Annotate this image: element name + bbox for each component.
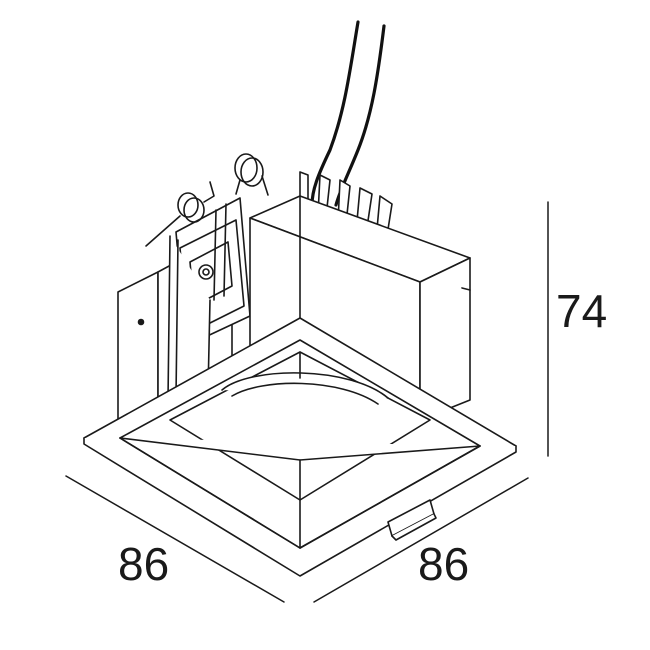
width-dimension-label-left: 86 [118, 538, 170, 590]
torsion-springs [145, 153, 269, 247]
height-dimension-label: 74 [556, 285, 608, 337]
mounting-bracket [167, 197, 251, 407]
width-dimension-label-right: 86 [418, 538, 470, 590]
trim-flange [83, 317, 517, 577]
flange-clip [387, 499, 437, 541]
dimension-lines [65, 201, 549, 603]
